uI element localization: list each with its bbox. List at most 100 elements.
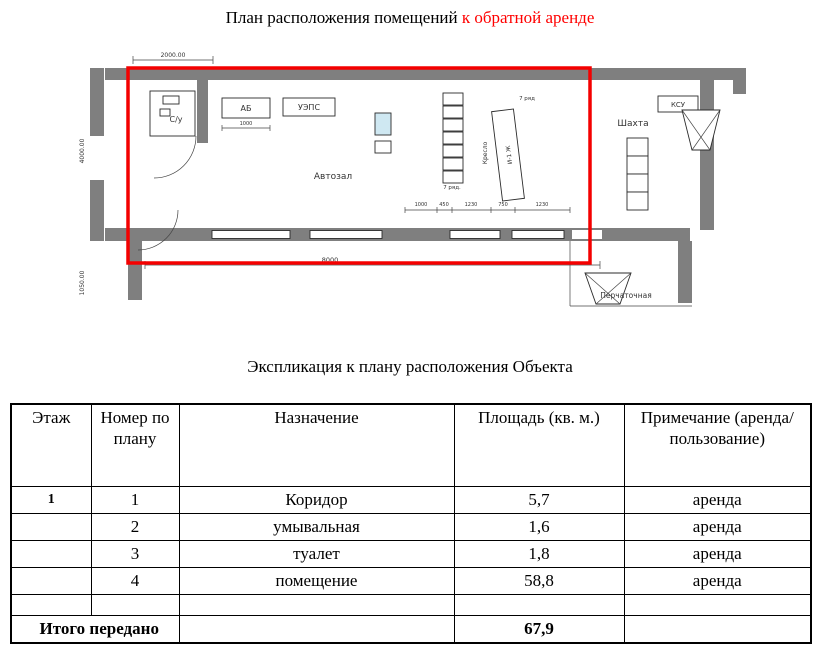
cash-box-4 xyxy=(442,131,464,145)
header-purpose: Назначение xyxy=(178,403,455,487)
cell-note xyxy=(623,593,812,616)
small-cabinet xyxy=(374,140,392,154)
dim-left-label: 4000.00 xyxy=(79,138,86,163)
table-title: Экспликация к плану расположения Объекта xyxy=(247,357,573,376)
kreslo-label: Кресло xyxy=(482,141,489,164)
seat-row-box xyxy=(491,108,525,202)
hall-label: Автозал xyxy=(314,172,352,182)
window-2 xyxy=(309,230,383,239)
cell-purpose xyxy=(178,593,455,616)
table-empty-row xyxy=(10,593,812,616)
ksu-label: КСУ xyxy=(671,101,686,109)
chain-dim-1: 1000 xyxy=(415,202,428,208)
ladder-step-1 xyxy=(626,137,649,157)
dim-top-label: 2000.00 xyxy=(161,52,186,59)
cell-area: 58,8 xyxy=(453,566,625,595)
shaft-label: Шахта xyxy=(617,119,648,129)
table-total-row: Итого передано 67,9 xyxy=(10,614,812,644)
ueps-box xyxy=(282,97,336,117)
table-header-row: Этаж Номер по плану Назначение Площадь (… xyxy=(10,403,812,487)
glove-hopper-hatch-2 xyxy=(595,272,632,305)
table-row: 3 туалет 1,8 аренда xyxy=(10,539,812,568)
row7-bottom-label: 7 ряд. xyxy=(443,185,461,191)
ladder-step-3 xyxy=(626,173,649,193)
cell-area: 1,6 xyxy=(453,512,625,541)
ab-label: АБ xyxy=(241,104,252,113)
wall-interior xyxy=(197,80,208,143)
floor-plan: С/у АБ 1000 УЭПС Автозал xyxy=(0,46,820,352)
explication-table: Этаж Номер по плану Назначение Площадь (… xyxy=(10,403,812,644)
dimension-chain: 1000 450 1230 750 1230 xyxy=(404,202,571,213)
cell-number xyxy=(90,593,180,616)
chain-dim-4: 750 xyxy=(498,202,508,208)
ueps-label: УЭПС xyxy=(298,103,320,112)
funnel-hatch-2 xyxy=(691,109,721,151)
bathroom-label: С/у xyxy=(169,115,182,124)
glove-room-label: Перчаточная xyxy=(600,291,651,300)
cell-floor: 1 xyxy=(10,485,92,514)
cell-floor xyxy=(10,566,92,595)
ab-box xyxy=(221,97,271,119)
header-floor: Этаж xyxy=(10,403,92,487)
cell-floor xyxy=(10,539,92,568)
total-purpose xyxy=(178,614,455,644)
table-row: 2 умывальная 1,6 аренда xyxy=(10,512,812,541)
cash-box-6 xyxy=(442,157,464,171)
total-label: Итого передано xyxy=(10,614,180,644)
glove-room: Перчаточная xyxy=(569,241,692,307)
bathroom-fixture-2 xyxy=(159,108,171,117)
bathroom-fixture-1 xyxy=(162,95,180,105)
windows xyxy=(211,230,602,239)
floor-plan-svg: С/у АБ 1000 УЭПС Автозал xyxy=(79,52,746,307)
cell-number: 1 xyxy=(90,485,180,514)
window-1 xyxy=(211,230,291,239)
glove-hopper-hatch-1 xyxy=(584,272,621,305)
cash-box-1 xyxy=(442,92,464,106)
window-4 xyxy=(511,230,565,239)
equipment-boxes: АБ 1000 УЭПС xyxy=(221,97,336,131)
header-area: Площадь (кв. м.) xyxy=(453,403,625,487)
ab-dim-label: 1000 xyxy=(240,121,253,127)
right-zone: Шахта КСУ xyxy=(617,95,721,211)
dim-bottom-label: 8000 xyxy=(322,256,339,264)
cash-box-3 xyxy=(442,118,464,132)
cash-box-5 xyxy=(442,144,464,158)
dim-left-lower-label: 1050.00 xyxy=(79,270,86,295)
page-title-main: План расположения помещений xyxy=(225,8,462,27)
cell-area xyxy=(453,593,625,616)
cell-area: 1,8 xyxy=(453,539,625,568)
total-note xyxy=(623,614,812,644)
funnel-hatch-1 xyxy=(681,109,711,151)
row7-top-label: 7 ряд xyxy=(519,96,535,102)
header-note: Примечание (аренда/пользование) xyxy=(623,403,812,487)
cell-number: 2 xyxy=(90,512,180,541)
seat-row-label: И-1 Ж xyxy=(505,145,514,165)
cell-floor xyxy=(10,593,92,616)
door-arc-2 xyxy=(137,209,179,251)
ladder-step-2 xyxy=(626,155,649,175)
overall-dimensions: 2000.00 8000 4000.00 1050.00 xyxy=(79,52,601,295)
cell-note: аренда xyxy=(623,539,812,568)
cell-purpose: туалет xyxy=(178,539,455,568)
cell-purpose: помещение xyxy=(178,566,455,595)
center-furniture: 7 ряд. И-1 Ж Кресло 7 ряд xyxy=(374,92,535,202)
bathroom: С/у xyxy=(137,90,197,251)
page-title: План расположения помещений к обратной а… xyxy=(0,8,820,28)
cell-floor xyxy=(10,512,92,541)
chain-dim-5: 1230 xyxy=(536,202,549,208)
total-area: 67,9 xyxy=(453,614,625,644)
cell-note: аренда xyxy=(623,485,812,514)
chain-dim-3: 1230 xyxy=(465,202,478,208)
cell-note: аренда xyxy=(623,566,812,595)
cell-number: 3 xyxy=(90,539,180,568)
cell-purpose: Коридор xyxy=(178,485,455,514)
wall-right-column xyxy=(700,80,714,230)
cash-box-2 xyxy=(442,105,464,119)
cell-number: 4 xyxy=(90,566,180,595)
highlight-rectangle xyxy=(126,66,592,265)
table-row: 1 1 Коридор 5,7 аренда xyxy=(10,485,812,514)
blue-cabinet xyxy=(374,112,392,136)
wall-top xyxy=(105,68,745,80)
window-3 xyxy=(449,230,501,239)
